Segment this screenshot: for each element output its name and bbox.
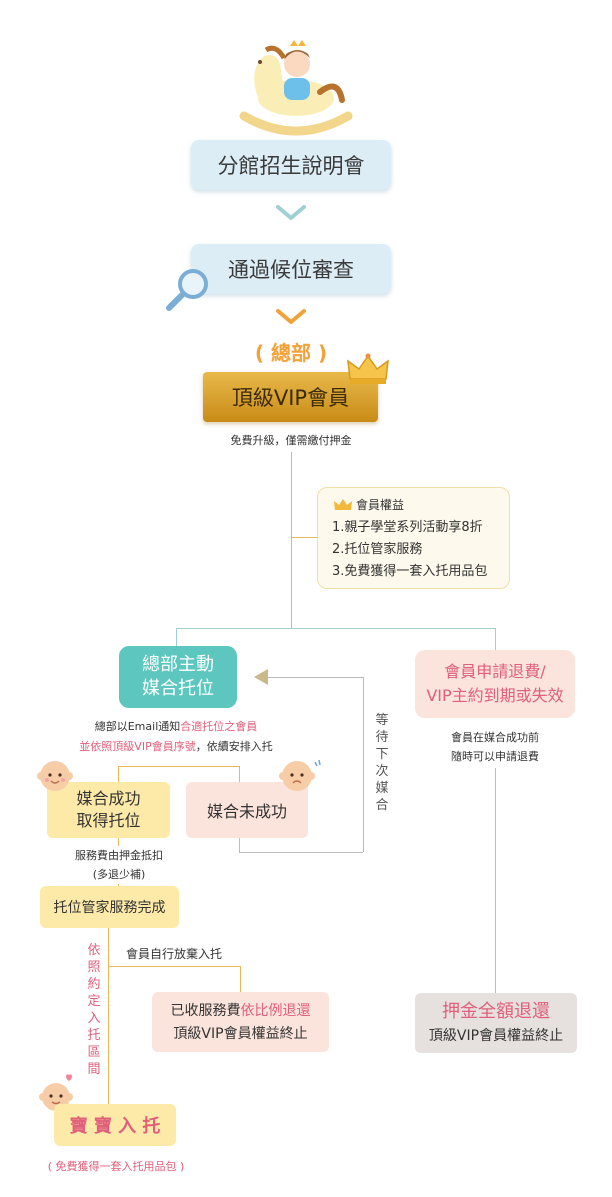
magnifier-icon: [163, 268, 213, 314]
loop-line: [363, 677, 364, 852]
notice-text: 總部以Email通知: [94, 720, 181, 733]
crown-icon: [346, 353, 390, 387]
hq-label: ( 總部 ): [254, 341, 328, 365]
refund-end-label: 頂級VIP會員權益終止: [173, 1026, 308, 1042]
vip-note: 免費升級，僅需繳付押金: [230, 434, 352, 447]
fee-line2: (多退少補): [92, 868, 146, 881]
arrow-left-icon: [254, 669, 268, 685]
benefits-title: 會員權益: [356, 498, 405, 512]
split-line: [176, 628, 495, 629]
refund-anytime-note: 會員在媒合成功前 隨時可以申請退費: [415, 728, 575, 766]
connector-line: [291, 537, 317, 538]
review-label: 通過候位審查: [228, 258, 354, 282]
refund-anytime-line1: 會員在媒合成功前: [451, 731, 539, 744]
refund-apply-line2: VIP主約到期或失效: [426, 686, 564, 705]
connector-line: [239, 766, 240, 782]
connector-line: [495, 768, 496, 993]
connector-line: [495, 628, 496, 650]
rocking-horse-illustration: [236, 38, 356, 140]
match-fail-label: 媒合未成功: [206, 802, 287, 821]
benefit-item: 1.親子學堂系列活動享8折: [332, 520, 483, 535]
partial-refund-box: 已收服務費依比例退還 頂級VIP會員權益終止: [152, 992, 329, 1052]
sad-baby-icon: [279, 758, 323, 792]
give-up-label: 會員自行放棄入托: [126, 945, 256, 962]
review-box: 通過候位審查: [191, 244, 391, 294]
connector-line: [240, 966, 241, 992]
deposit-refund-label: 押金全額退還: [442, 1001, 550, 1022]
hq-matching-line1: 總部主動: [142, 654, 214, 675]
fee-note: 服務費由押金抵扣 (多退少補): [60, 846, 178, 884]
refund-apply-line1: 會員申請退費/: [444, 662, 546, 681]
chevron-down-icon: [276, 308, 306, 326]
refund-apply-box: 會員申請退費/ VIP主約到期或失效: [415, 650, 575, 718]
refund-anytime-line2: 隨時可以申請退費: [451, 750, 539, 763]
loop-line: [239, 852, 363, 853]
service-done-label: 托位管家服務完成: [53, 900, 166, 916]
refund-highlight: 依比例退還: [240, 1003, 311, 1019]
refund-text: 已收服務費: [170, 1003, 241, 1019]
loop-line: [268, 677, 363, 678]
connector-line: [108, 928, 109, 1104]
baby-enroll-box: 寶 寶 入 托: [54, 1104, 176, 1146]
deposit-refund-box: 押金全額退還 頂級VIP會員權益終止: [415, 993, 577, 1053]
service-done-box: 托位管家服務完成: [40, 886, 179, 928]
wait-next-label: 等待下次媒合: [375, 713, 389, 813]
briefing-label: 分館招生說明會: [217, 154, 365, 178]
connector-line: [118, 766, 119, 782]
by-contract-label: 依照約定入托區間: [87, 943, 101, 1077]
happy-baby-icon: [37, 758, 73, 792]
crown-icon: [334, 498, 352, 511]
free-pack-note: ( 免費獲得一套入托用品包 ): [47, 1160, 185, 1173]
loop-line: [239, 838, 240, 852]
match-success-box: 媒合成功 取得托位: [47, 782, 170, 838]
benefit-item: 2.托位管家服務: [332, 542, 423, 557]
hq-matching-line2: 媒合托位: [142, 678, 214, 699]
benefit-item: 3.免費獲得一套入托用品包: [332, 564, 488, 579]
email-notice: 總部以Email通知合適托位之會員 並依照頂級VIP會員序號，依續安排入托: [56, 717, 296, 757]
vip-member-box: 頂級VIP會員: [203, 372, 378, 422]
briefing-box: 分館招生說明會: [191, 140, 391, 190]
connector-line: [108, 966, 240, 967]
notice-text: ，依續安排入托: [195, 740, 273, 753]
match-success-line2: 取得托位: [76, 811, 141, 830]
chevron-down-icon: [276, 204, 306, 222]
match-fail-box: 媒合未成功: [186, 782, 308, 838]
notice-highlight: 合適托位之會員: [180, 720, 258, 733]
connector-line: [291, 452, 292, 628]
baby-enroll-label: 寶 寶 入 托: [69, 1116, 161, 1137]
benefits-box: 會員權益 1.親子學堂系列活動享8折 2.托位管家服務 3.免費獲得一套入托用品…: [317, 487, 510, 589]
vip-label: 頂級VIP會員: [231, 386, 350, 410]
notice-highlight: 並依照頂級VIP會員序號: [79, 740, 196, 753]
deposit-end-label: 頂級VIP會員權益終止: [428, 1028, 564, 1044]
connector-line: [118, 766, 239, 767]
fee-line1: 服務費由押金抵扣: [75, 849, 163, 862]
match-success-line1: 媒合成功: [76, 789, 141, 808]
connector-line: [176, 628, 177, 646]
hq-matching-box: 總部主動 媒合托位: [119, 646, 237, 708]
